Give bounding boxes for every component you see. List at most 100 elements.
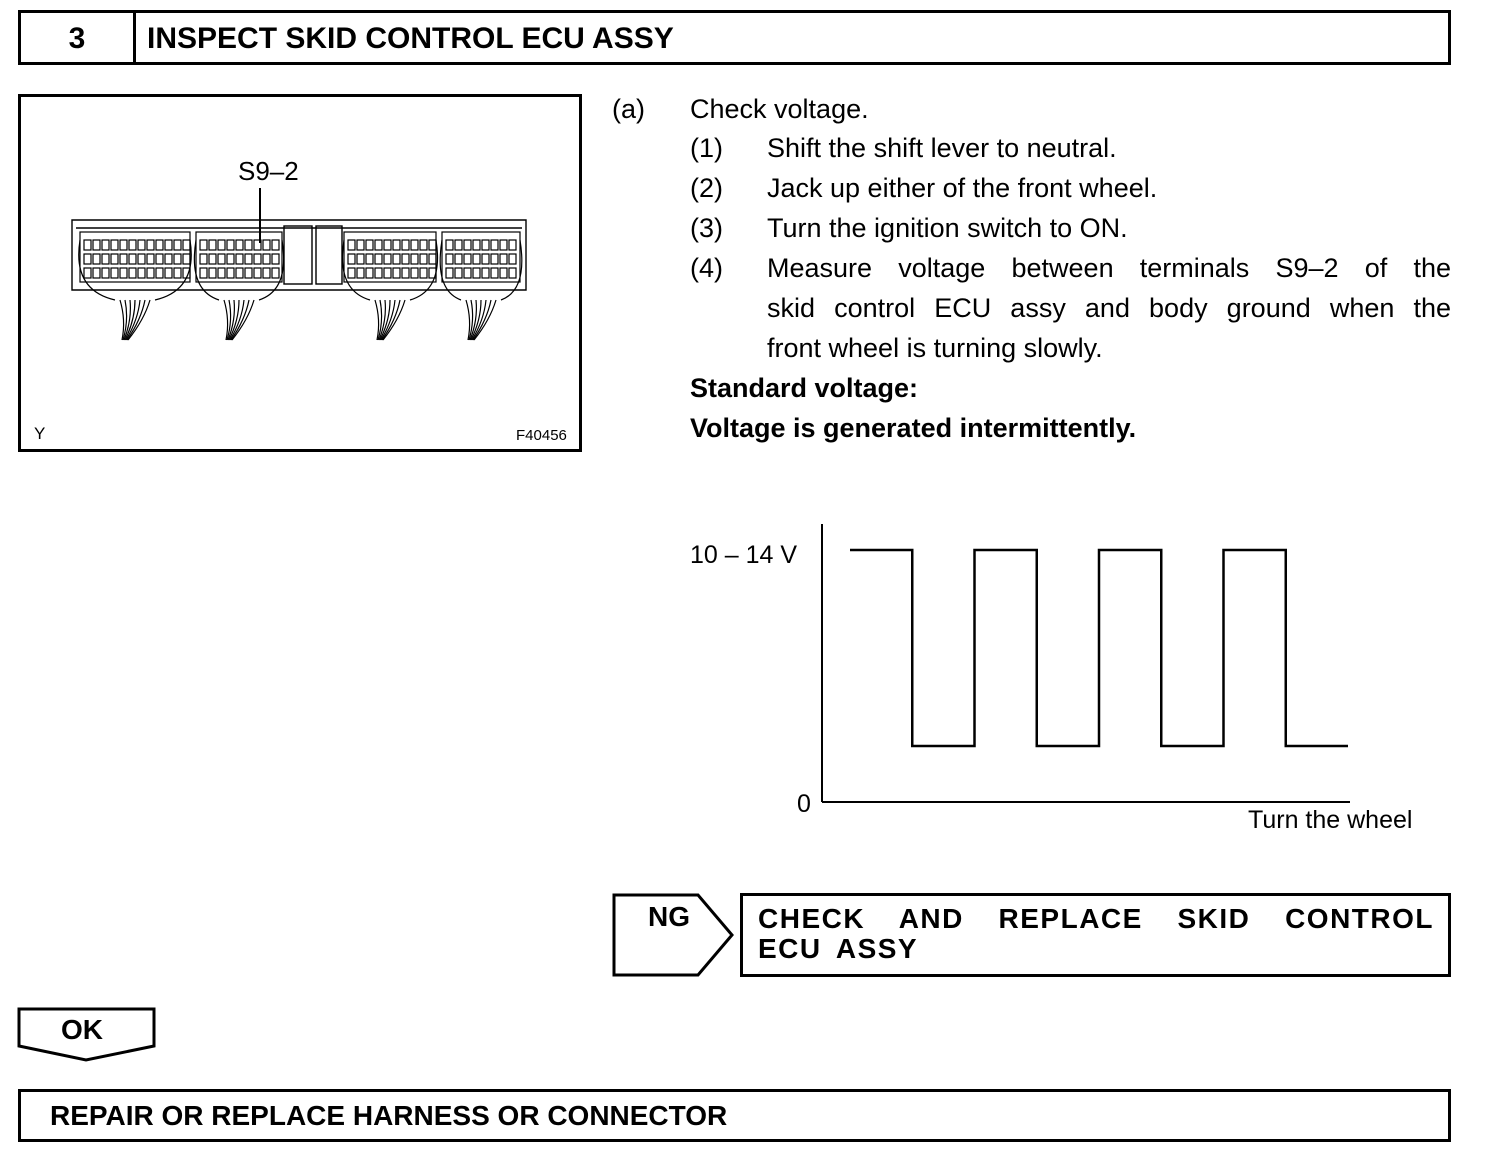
connector-pin <box>92 253 101 265</box>
connector-pin <box>146 239 155 251</box>
connector-pin <box>253 267 262 279</box>
wire-strand <box>124 299 136 341</box>
y-tick-zero: 0 <box>797 790 811 818</box>
connector-pin <box>490 267 499 279</box>
connector-pin <box>392 267 401 279</box>
substep-4-line-3: front wheel is turning slowly. <box>767 333 1103 363</box>
connector-pin <box>83 239 92 251</box>
connector-pin <box>410 239 419 251</box>
ng-action-box: CHECK AND REPLACE SKID CONTROL ECU ASSY <box>740 893 1451 977</box>
connector-pin <box>419 239 428 251</box>
substep-1-number: (1) <box>690 133 723 163</box>
wire-strand <box>472 299 492 341</box>
connector-pin <box>347 239 356 251</box>
substep-3-text: Turn the ignition switch to ON. <box>767 213 1128 243</box>
step-title: INSPECT SKID CONTROL ECU ASSY <box>147 22 674 55</box>
connector-pin <box>164 239 173 251</box>
connector-pin <box>454 267 463 279</box>
connector-pin <box>146 267 155 279</box>
connector-pin <box>463 267 472 279</box>
connector-pin <box>137 253 146 265</box>
connector-pin <box>490 253 499 265</box>
substep-4-line-2: skid control ECU assy and body ground wh… <box>767 293 1451 323</box>
connector-pin <box>199 253 208 265</box>
connector-pin <box>199 239 208 251</box>
connector-pin <box>499 239 508 251</box>
connector-pin <box>410 253 419 265</box>
connector-pin <box>217 267 226 279</box>
connector-pin <box>365 267 374 279</box>
wire-strand <box>126 299 146 341</box>
figure-corner-label: Y <box>34 424 46 443</box>
wire-strand <box>227 299 235 341</box>
connector-pin <box>235 239 244 251</box>
substep-4-line-1: Measure voltage between terminals S9–2 o… <box>767 253 1451 283</box>
connector-pin <box>481 253 490 265</box>
wire-strand <box>122 299 128 341</box>
connector-pin <box>401 267 410 279</box>
substep-4-number: (4) <box>690 253 723 283</box>
connector-pin <box>101 267 110 279</box>
standard-voltage-label: Standard voltage: <box>690 373 919 403</box>
connector-pin <box>164 267 173 279</box>
connector-pin <box>101 253 110 265</box>
connector-pin <box>481 239 490 251</box>
step-a-text: Check voltage. <box>690 94 869 124</box>
connector-pin <box>356 267 365 279</box>
substep-1-text: Shift the shift lever to neutral. <box>767 133 1117 163</box>
connector-pin <box>155 253 164 265</box>
connector-pin <box>155 267 164 279</box>
connector-pin <box>262 267 271 279</box>
connector-pin <box>110 239 119 251</box>
connector-pin <box>401 239 410 251</box>
connector-pin <box>173 267 182 279</box>
connector-pin <box>508 239 517 251</box>
wire-loop <box>439 239 523 301</box>
wire-strand <box>473 299 497 341</box>
voltage-waveform-chart: 10 – 14 V 0 Turn the wheel <box>690 524 1412 834</box>
connector-pin <box>365 239 374 251</box>
connector-pin <box>235 267 244 279</box>
wire-strand <box>381 299 401 341</box>
ng-action-text: CHECK AND REPLACE SKID CONTROL ECU ASSY <box>758 903 1434 964</box>
wire-strand <box>379 299 391 341</box>
wire-strand <box>380 299 396 341</box>
connector-pin <box>392 253 401 265</box>
connector-pin <box>445 253 454 265</box>
connector-pin <box>374 253 383 265</box>
wire-strand <box>123 299 131 341</box>
connector-pin <box>137 267 146 279</box>
wire-loop <box>193 239 285 301</box>
connector-pin <box>401 253 410 265</box>
connector-pin <box>119 239 128 251</box>
wire-strand <box>374 299 380 341</box>
connector-pin <box>164 253 173 265</box>
connector-pin <box>419 267 428 279</box>
connector-pin <box>347 253 356 265</box>
connector-pin <box>137 239 146 251</box>
connector-pin <box>182 239 191 251</box>
connector-block <box>195 231 283 283</box>
substep-2-number: (2) <box>690 173 723 203</box>
step-a-marker: (a) <box>612 94 645 124</box>
ecu-connector-illustration <box>71 188 527 341</box>
connector-pin <box>92 267 101 279</box>
connector-pin <box>83 253 92 265</box>
connector-pin <box>428 239 437 251</box>
connector-pin <box>499 253 508 265</box>
connector-pin <box>383 239 392 251</box>
connector-pin <box>262 253 271 265</box>
ng-label: NG <box>648 901 690 932</box>
connector-pin <box>392 239 401 251</box>
connector-pin <box>173 239 182 251</box>
wire-strand <box>230 299 250 341</box>
connector-pin <box>508 267 517 279</box>
connector-pin <box>262 239 271 251</box>
connector-pin <box>271 253 280 265</box>
wire-strand <box>382 299 406 341</box>
connector-pin <box>128 253 137 265</box>
connector-figure <box>18 94 582 452</box>
wire-strand <box>378 299 386 341</box>
repair-action-box: REPAIR OR REPLACE HARNESS OR CONNECTOR <box>18 1089 1451 1142</box>
connector-pin <box>499 267 508 279</box>
